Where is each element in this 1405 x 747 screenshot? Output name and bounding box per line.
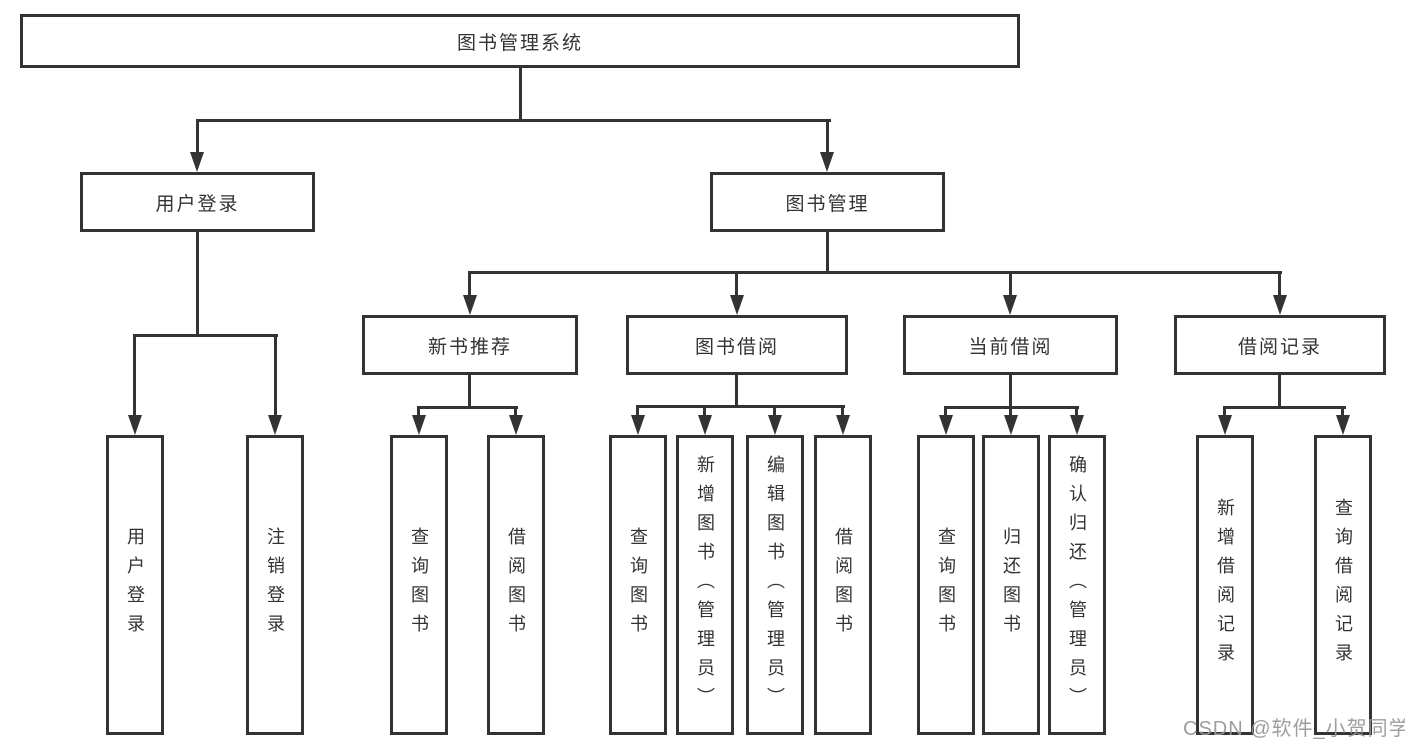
node-label: 新书推荐 (427, 336, 512, 358)
arrowhead-down-icon (836, 415, 850, 435)
node-label: 查询图书 (936, 527, 956, 643)
connector-line (468, 271, 1282, 274)
node-label: 借阅图书 (833, 527, 853, 643)
arrowhead-down-icon (631, 415, 645, 435)
arrowhead-down-icon (820, 152, 834, 172)
connector-line (417, 406, 518, 409)
connector-line (636, 405, 845, 408)
node-label: 查询图书 (409, 527, 429, 643)
node-label: 用户登录 (125, 527, 145, 643)
leaf-query-borrow-record: 查询借阅记录 (1314, 435, 1372, 735)
arrowhead-down-icon (1004, 415, 1018, 435)
node-label: 归还图书 (1001, 527, 1021, 643)
watermark: CSDN @软件_小贺同学 (1183, 718, 1405, 740)
connector-line (944, 406, 947, 420)
leaf-borrow-books-2: 借阅图书 (814, 435, 872, 735)
node-label: 确认归还（管理员） (1067, 454, 1087, 716)
connector-line (468, 375, 471, 409)
connector-line (841, 405, 844, 420)
connector-line (514, 406, 517, 420)
connector-line (133, 334, 278, 337)
leaf-add-borrow-record: 新增借阅记录 (1196, 435, 1254, 735)
connector-line (196, 232, 199, 337)
connector-line (773, 405, 776, 420)
arrowhead-down-icon (768, 415, 782, 435)
connector-line (636, 405, 639, 420)
node-label: 编辑图书（管理员） (765, 454, 785, 716)
connector-line (703, 405, 706, 420)
connector-line (519, 68, 522, 122)
connector-line (1278, 375, 1281, 409)
node-label: 借阅图书 (506, 527, 526, 643)
node-borrow-records: 借阅记录 (1174, 315, 1386, 375)
arrowhead-down-icon (698, 415, 712, 435)
leaf-user-login: 用户登录 (106, 435, 164, 735)
connector-line (735, 271, 738, 299)
arrowhead-down-icon (730, 295, 744, 315)
node-root-system: 图书管理系统 (20, 14, 1020, 68)
leaf-return-books: 归还图书 (982, 435, 1040, 735)
connector-line (133, 334, 136, 418)
connector-line (1009, 375, 1012, 409)
arrowhead-down-icon (939, 415, 953, 435)
arrowhead-down-icon (463, 295, 477, 315)
connector-line (1223, 406, 1226, 420)
node-label: 图书借阅 (694, 336, 779, 358)
leaf-borrow-books-1: 借阅图书 (487, 435, 545, 735)
node-label: 查询借阅记录 (1333, 498, 1353, 672)
node-book-borrow: 图书借阅 (626, 315, 848, 375)
leaf-add-books-admin: 新增图书（管理员） (676, 435, 734, 735)
arrowhead-down-icon (509, 415, 523, 435)
node-label: 查询图书 (628, 527, 648, 643)
connector-line (196, 119, 199, 155)
connector-line (274, 334, 277, 418)
connector-line (1009, 271, 1012, 299)
leaf-query-books-2: 查询图书 (609, 435, 667, 735)
arrowhead-down-icon (1070, 415, 1084, 435)
connector-line (1075, 406, 1078, 420)
node-label: 图书管理系统 (456, 32, 583, 54)
arrowhead-down-icon (268, 415, 282, 435)
arrowhead-down-icon (1003, 295, 1017, 315)
arrowhead-down-icon (412, 415, 426, 435)
connector-line (826, 232, 829, 274)
node-new-book-recommend: 新书推荐 (362, 315, 578, 375)
leaf-logout: 注销登录 (246, 435, 304, 735)
node-label: 图书管理 (785, 193, 870, 215)
node-book-management: 图书管理 (710, 172, 945, 232)
connector-line (1009, 406, 1012, 420)
node-label: 新增图书（管理员） (695, 454, 715, 716)
node-label: 用户登录 (155, 193, 240, 215)
node-label: 新增借阅记录 (1215, 498, 1235, 672)
connector-line (417, 406, 420, 420)
connector-line (196, 119, 831, 122)
connector-line (1341, 406, 1344, 420)
arrowhead-down-icon (128, 415, 142, 435)
arrowhead-down-icon (1336, 415, 1350, 435)
node-label: 当前借阅 (968, 336, 1053, 358)
leaf-query-books-3: 查询图书 (917, 435, 975, 735)
node-user-login: 用户登录 (80, 172, 315, 232)
leaf-edit-books-admin: 编辑图书（管理员） (746, 435, 804, 735)
connector-line (735, 375, 738, 408)
arrowhead-down-icon (190, 152, 204, 172)
connector-line (1223, 406, 1346, 409)
node-current-borrow: 当前借阅 (903, 315, 1118, 375)
node-label: 注销登录 (265, 527, 285, 643)
connector-line (826, 119, 829, 155)
arrowhead-down-icon (1218, 415, 1232, 435)
leaf-query-books-1: 查询图书 (390, 435, 448, 735)
arrowhead-down-icon (1273, 295, 1287, 315)
connector-line (468, 271, 471, 299)
node-label: 借阅记录 (1237, 336, 1322, 358)
connector-line (1278, 271, 1281, 299)
leaf-confirm-return-admin: 确认归还（管理员） (1048, 435, 1106, 735)
